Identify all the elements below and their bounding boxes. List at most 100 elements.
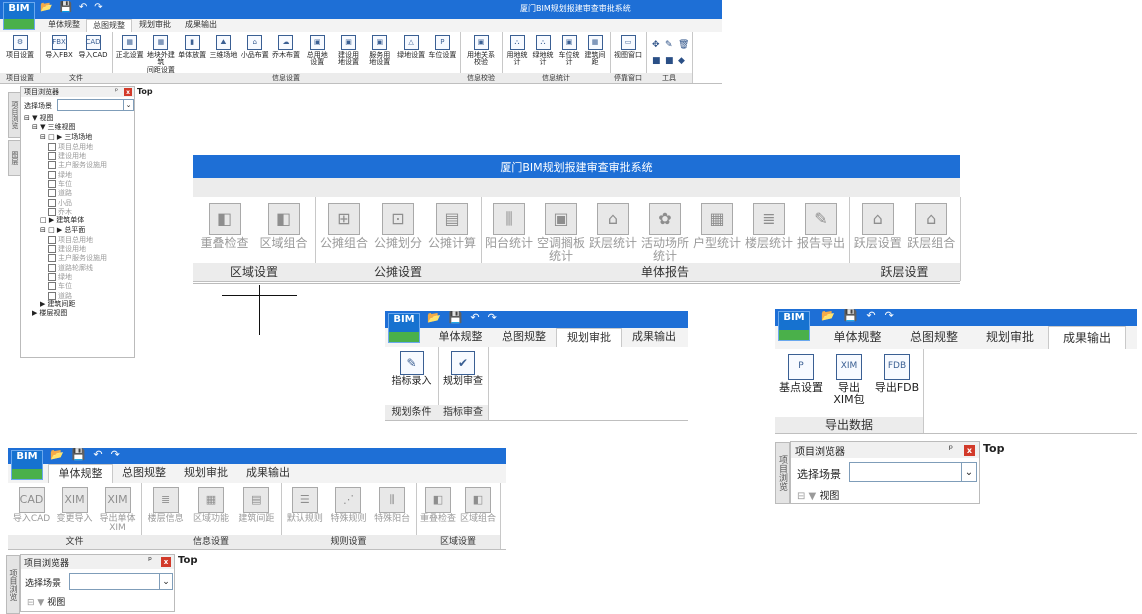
tree-node[interactable]: 道路 (24, 189, 107, 198)
btn-72796b8a89c45219[interactable]: ⋰特殊规则 (327, 487, 371, 524)
close-icon[interactable]: x (964, 445, 975, 456)
scene-select[interactable]: ⌄ (849, 462, 977, 482)
open-icon[interactable]: 📂 (427, 311, 441, 324)
btn-603b752857308bbe[interactable]: ▣总用地 设置 (302, 35, 333, 67)
btn-516c644a52125206[interactable]: ⊡公摊划分 (371, 203, 425, 250)
close-icon[interactable]: x (161, 557, 171, 567)
btn-89c656fe7a9753e3[interactable]: ▭视图窗口 (612, 35, 644, 59)
tree-node[interactable]: 道路 (24, 291, 107, 301)
tree-node[interactable]: 道路轮廓线 (24, 263, 107, 273)
redo-icon[interactable]: ↷ (94, 2, 103, 13)
btn-533a57df7ec45408[interactable]: ◧区域组合 (458, 487, 498, 524)
btn-5730575759165efa[interactable]: ▦地块外建筑 间距设置 (145, 35, 176, 74)
tree-node[interactable]: 乔木 (24, 207, 107, 217)
btn-7a7a8c036401677f[interactable]: ▣空调搁板 统计 (535, 203, 587, 262)
save-icon[interactable]: 💾 (59, 2, 72, 13)
tree-node[interactable]: ⊟ □ ▶总平面 (24, 226, 107, 236)
btn-7528573051737cfb[interactable]: ▣用地关系 校验 (462, 35, 500, 67)
btn-5efa7b5195f48ddd[interactable]: ▤建筑间距 (234, 487, 279, 524)
close-icon[interactable]: x (124, 88, 132, 96)
side-tab-project-browser[interactable]: 项目浏览 (775, 442, 790, 504)
tree-checkbox[interactable] (48, 189, 56, 198)
tab-site[interactable]: 总图规整 (86, 19, 132, 32)
btn-697c5c427edf8ba1[interactable]: ≣楼层统计 (743, 203, 795, 250)
tree-node[interactable]: □ ▶建筑单体 (24, 217, 107, 226)
btn-752857307edf8ba1[interactable]: ⛬用地统计 (504, 35, 530, 67)
tab-approval[interactable]: 规划审批 (985, 330, 1034, 344)
btn-72796b8a963353f0[interactable]: ⫼特殊阳台 (370, 487, 414, 524)
tree-node[interactable]: 小品 (24, 198, 107, 208)
chevron-down-icon[interactable]: ⌄ (123, 100, 133, 110)
tree-checkbox[interactable] (48, 282, 56, 291)
tree-node[interactable]: 车位 (24, 180, 107, 189)
tree-node[interactable]: 项目总用地 (24, 235, 107, 245)
btn-630768075f555165[interactable]: ✎指标录入 (387, 351, 436, 388)
tab-output[interactable]: 成果输出 (246, 466, 290, 479)
pin-icon[interactable]: ᵖ (115, 87, 118, 95)
btn-89c452125ba167e5[interactable]: ✔规划审查 (440, 351, 486, 388)
btn-533a57df529f80fd[interactable]: ▦区域功能 (188, 487, 233, 524)
tool-icon[interactable]: ✥ (652, 40, 660, 50)
tree-checkbox[interactable] (48, 170, 56, 179)
btn-4e5467285e037f6e[interactable]: ☁乔木布置 (270, 35, 301, 59)
tab-single[interactable]: 单体规整 (833, 330, 882, 344)
tree-checkbox[interactable] (48, 254, 56, 263)
tab-single[interactable]: 单体规整 (48, 464, 113, 483)
btn-5efa8bbe75285730[interactable]: ▣建设用 地设置 (333, 35, 364, 67)
btn-6d3b52a8573a6240[interactable]: ✿活动场所 统计 (639, 203, 691, 262)
tree-checkbox[interactable] (48, 142, 56, 151)
btn-62a5544a5bfc51fa[interactable]: ✎报告导出 (795, 203, 847, 250)
tab-single[interactable]: 单体规整 (48, 20, 80, 29)
save-icon[interactable]: 💾 (843, 309, 858, 322)
save-icon[interactable]: 💾 (71, 448, 86, 461)
btn-91cd53e068c067e5[interactable]: ◧重叠检查 (418, 487, 458, 524)
tool-icon[interactable]: ■ (652, 56, 661, 66)
open-icon[interactable]: 📂 (40, 2, 53, 13)
tree-node[interactable]: 主户服务设施用 (24, 254, 107, 263)
pin-icon[interactable]: ᵖ (148, 556, 152, 566)
tree-node[interactable]: 绿地 (24, 170, 107, 180)
redo-icon[interactable]: ↷ (487, 311, 497, 324)
btn-8dc35c427edf8ba1[interactable]: ⌂跃层统计 (587, 203, 639, 250)
tool-icon[interactable]: 🗑 (678, 40, 690, 50)
tree-checkbox[interactable] (48, 207, 56, 216)
tree-node[interactable]: 建设用地 (24, 152, 107, 161)
tree-expander[interactable]: ⊟ ▼ (24, 114, 38, 122)
scene-select[interactable]: ⌄ (57, 99, 134, 111)
btn-8dc35c428bbe7f6e[interactable]: ⌂跃层设置 (851, 203, 905, 250)
btn-5efa7b5195f48ddd[interactable]: ▦建筑间距 (582, 35, 608, 67)
pin-icon[interactable]: ᵖ (948, 444, 953, 455)
tree-root[interactable]: ⊟ ▼ 视图 (797, 491, 840, 502)
btn-9ed88ba489c45219[interactable]: ☰默认规则 (283, 487, 327, 524)
tab-approval[interactable]: 规划审批 (184, 466, 228, 479)
save-icon[interactable]: 💾 (448, 311, 463, 324)
btn-7eff57308bbe7f6e[interactable]: △绿地设置 (395, 35, 426, 59)
tree-root[interactable]: ⊟ ▼ 视图 (27, 598, 66, 608)
tree-node[interactable]: ⊟ ▼视图 (24, 115, 107, 124)
btn-987976ee8bbe7f6e[interactable]: ⚙项目设置 (2, 35, 38, 59)
open-icon[interactable]: 📂 (821, 309, 835, 322)
tree-node[interactable]: ⊟ □ ▶三场场地 (24, 133, 107, 143)
tab-site[interactable]: 总图规整 (502, 330, 546, 343)
undo-icon[interactable]: ↶ (78, 2, 88, 13)
tree-node[interactable]: 车位 (24, 282, 107, 291)
btn-6237578b7edf8ba1[interactable]: ▦户型统计 (691, 203, 743, 250)
tree-node[interactable]: ▶建筑间距 (24, 300, 107, 310)
tree-checkbox[interactable] (48, 273, 56, 282)
btn-697c5c424fe1606f[interactable]: ≣楼层信息 (143, 487, 188, 524)
tree-checkbox[interactable] (48, 291, 56, 300)
tree-node[interactable]: 绿地 (24, 273, 107, 282)
btn-8dc35c427ec45408[interactable]: ⌂跃层组合 (905, 203, 959, 250)
tree-checkbox[interactable] (48, 152, 56, 161)
tree-checkbox[interactable] (48, 235, 56, 244)
tree-checkbox[interactable] (48, 180, 56, 189)
tree-node[interactable]: ▶楼层视图 (24, 310, 107, 319)
